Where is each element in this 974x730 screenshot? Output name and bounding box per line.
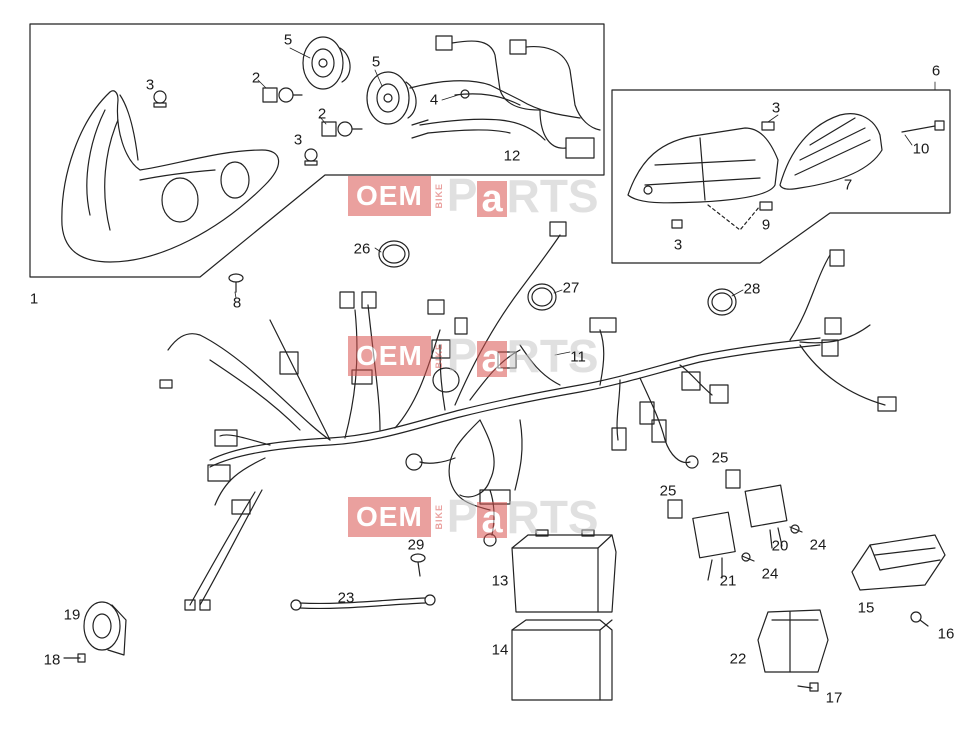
screw-16 xyxy=(910,611,929,627)
clamp-26 xyxy=(378,240,410,268)
relay-21 xyxy=(692,511,736,581)
bracket-25-left xyxy=(667,499,683,519)
part-label-11: 11 xyxy=(570,348,586,366)
taillight-group-frame xyxy=(611,89,951,264)
part-label-1: 1 xyxy=(29,290,39,308)
screw-29 xyxy=(410,553,426,577)
screw-24-lower xyxy=(741,552,755,562)
reflector-5-right xyxy=(366,71,417,125)
part-label-20: 20 xyxy=(771,537,789,555)
part-label-22: 22 xyxy=(729,650,747,668)
part-label-18: 18 xyxy=(43,651,61,669)
screw-24-upper xyxy=(789,524,803,534)
part-label-4: 4 xyxy=(429,91,439,109)
part-label-16: 16 xyxy=(937,625,955,643)
part-label-7: 7 xyxy=(843,176,853,194)
tail-bulb-3-lower xyxy=(671,219,683,229)
headlight-housing xyxy=(61,90,280,263)
bracket-25-right xyxy=(725,469,741,489)
bulb-3-lower xyxy=(304,148,318,166)
tail-bulb-3-upper xyxy=(761,121,775,131)
regulator-15 xyxy=(851,534,946,591)
part-label-14: 14 xyxy=(491,641,509,659)
relay-20 xyxy=(744,484,788,549)
clamp-27 xyxy=(527,283,557,311)
bulb-2-upper xyxy=(262,87,303,103)
part-label-3-headlight-upper: 3 xyxy=(145,76,155,94)
screw-8 xyxy=(228,273,244,293)
ground-cable-23 xyxy=(290,594,436,611)
part-label-15: 15 xyxy=(857,599,875,617)
tail-bulb-9 xyxy=(759,201,773,211)
reflector-5-left xyxy=(302,36,351,90)
taillight-body xyxy=(627,127,779,204)
horn-19 xyxy=(83,601,127,656)
part-label-2-upper: 2 xyxy=(251,69,261,87)
part-label-3-tail-lower: 3 xyxy=(673,236,683,254)
part-label-9: 9 xyxy=(761,216,771,234)
harness-connectors xyxy=(159,221,897,611)
screw-17 xyxy=(797,682,819,692)
battery-tray-14 xyxy=(511,619,613,701)
leader-lines xyxy=(234,47,936,356)
part-label-3-headlight-lower: 3 xyxy=(293,131,303,149)
cdi-unit-22 xyxy=(757,609,829,673)
bulb-3-upper xyxy=(153,90,167,108)
part-label-17: 17 xyxy=(825,689,843,707)
part-label-10: 10 xyxy=(912,140,930,158)
part-label-28: 28 xyxy=(743,280,761,298)
part-label-2-lower: 2 xyxy=(317,105,327,123)
part-label-24-lower: 24 xyxy=(761,565,779,583)
headlight-group-frame xyxy=(29,23,605,278)
part-label-29: 29 xyxy=(407,536,425,554)
part-label-24-upper: 24 xyxy=(809,536,827,554)
clamp-28 xyxy=(707,288,737,316)
part-label-3-tail-upper: 3 xyxy=(771,99,781,117)
part-label-8: 8 xyxy=(232,294,242,312)
taillight-lens-7 xyxy=(779,113,883,190)
headlight-harness-12 xyxy=(409,35,601,159)
screw-18 xyxy=(63,653,86,663)
part-label-21: 21 xyxy=(719,572,737,590)
part-label-6: 6 xyxy=(931,62,941,80)
part-label-27: 27 xyxy=(562,279,580,297)
part-label-26: 26 xyxy=(353,240,371,258)
battery-13 xyxy=(511,529,617,613)
part-label-5-left: 5 xyxy=(283,31,293,49)
part-label-25-right: 25 xyxy=(711,449,729,467)
part-label-5-right: 5 xyxy=(371,53,381,71)
main-harness-11 xyxy=(167,234,886,606)
screw-10 xyxy=(901,120,945,133)
part-label-13: 13 xyxy=(491,572,509,590)
bulb-2-lower xyxy=(321,121,363,137)
part-label-12: 12 xyxy=(503,147,521,165)
part-label-23: 23 xyxy=(337,589,355,607)
part-label-19: 19 xyxy=(63,606,81,624)
part-label-25-left: 25 xyxy=(659,482,677,500)
